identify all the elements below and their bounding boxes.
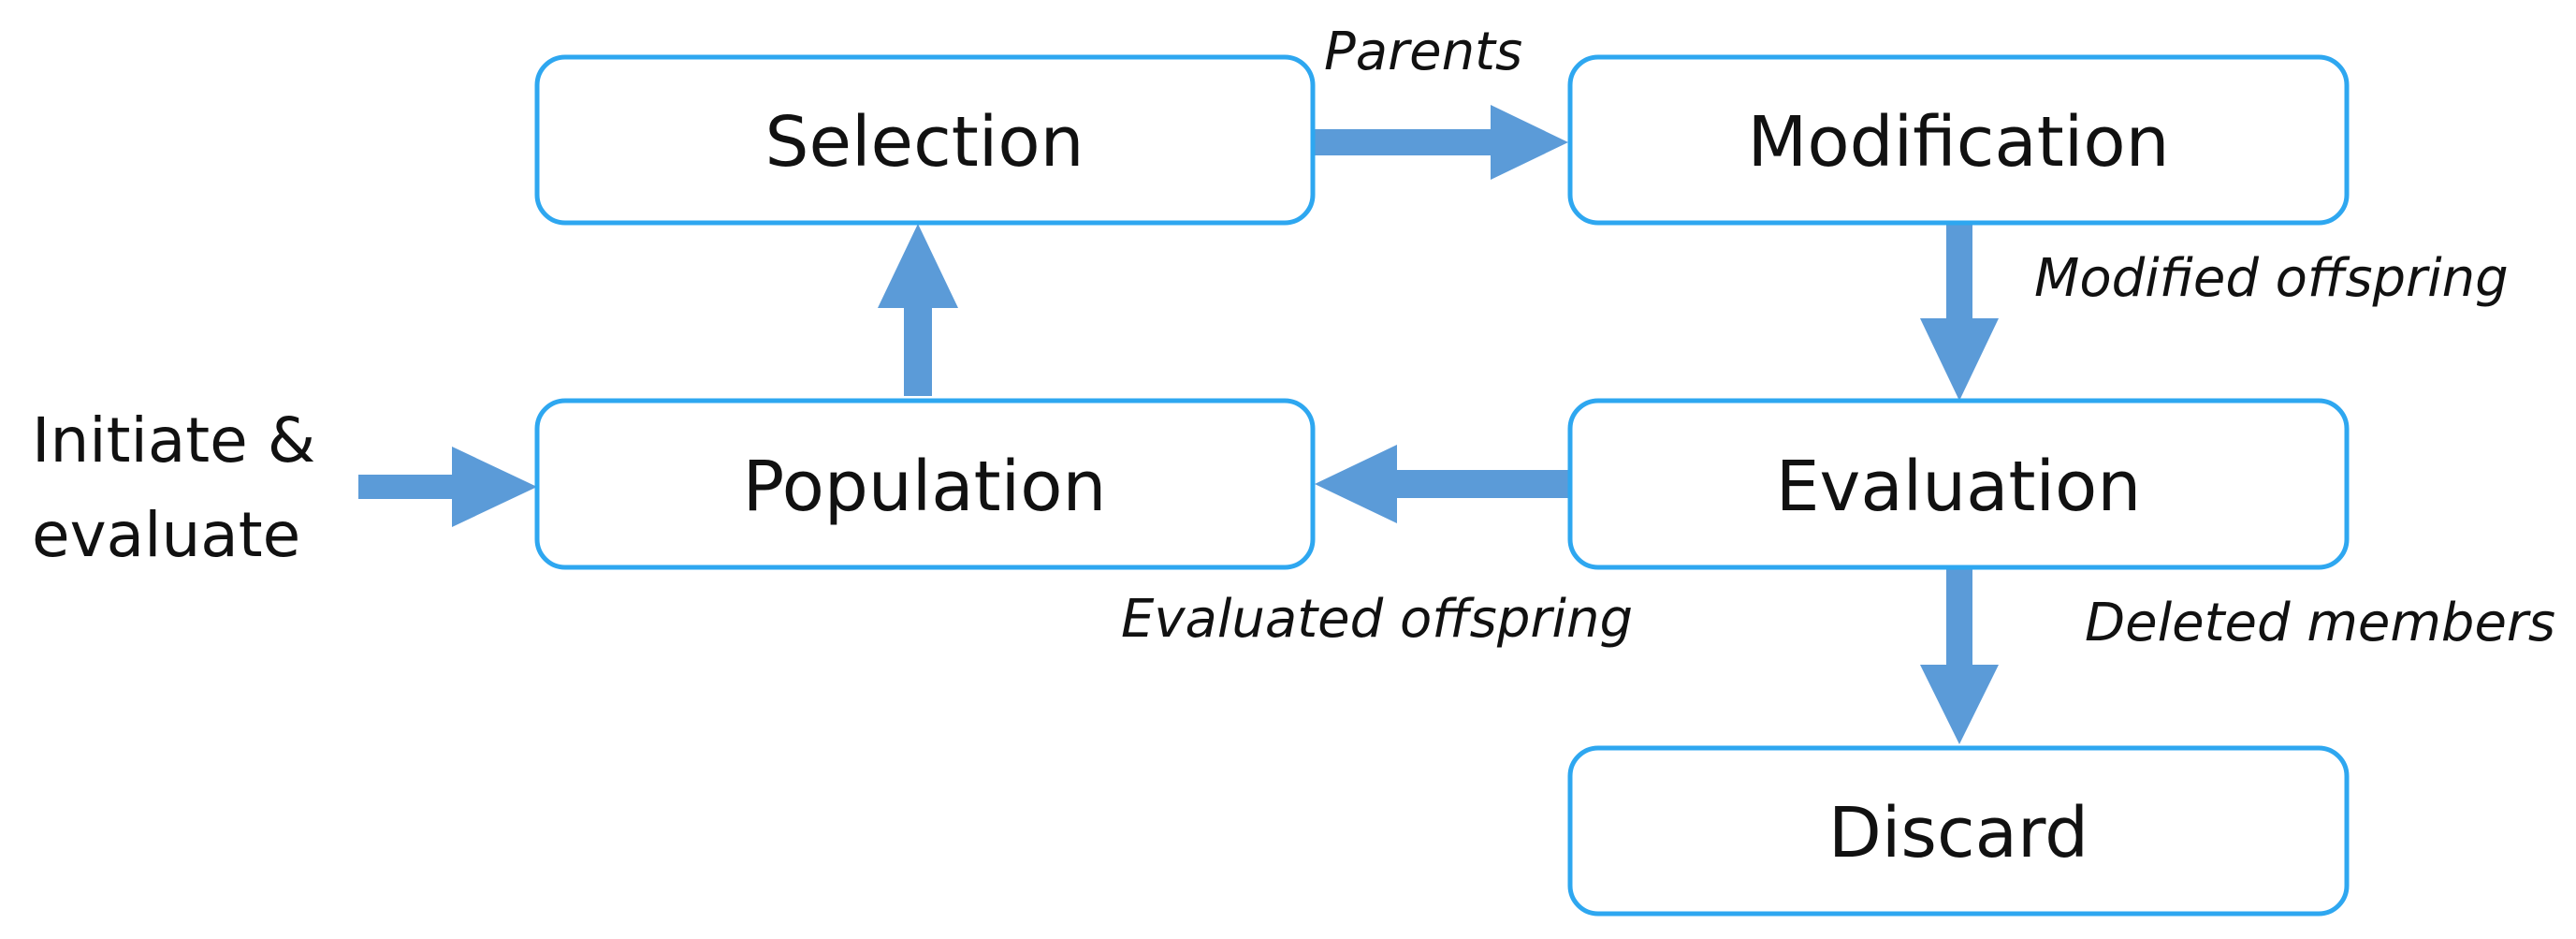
node-selection: Selection xyxy=(534,54,1316,226)
node-population: Population xyxy=(534,398,1316,570)
node-discard: Discard xyxy=(1567,745,2350,917)
node-evaluation: Evaluation xyxy=(1567,398,2350,570)
entry-label-line2: evaluate xyxy=(32,499,300,571)
edge-label-parents: Parents xyxy=(1324,22,1522,82)
node-modification-label: Modification xyxy=(1747,102,2169,183)
node-modification: Modification xyxy=(1567,54,2350,226)
node-selection-label: Selection xyxy=(764,102,1084,183)
edge-label-evaluated-offspring: Evaluated offspring xyxy=(1121,589,1633,650)
node-population-label: Population xyxy=(743,447,1107,527)
arrow-deleted-members xyxy=(1920,569,1999,744)
arrow-initiate xyxy=(358,447,537,527)
edge-label-deleted-members: Deleted members xyxy=(2085,593,2555,653)
arrow-parents xyxy=(1313,105,1568,180)
node-evaluation-label: Evaluation xyxy=(1776,447,2141,527)
edge-label-modified-offspring: Modified offspring xyxy=(2034,248,2509,309)
arrow-to-selection xyxy=(878,224,958,396)
arrow-modified-offspring xyxy=(1920,225,1999,401)
node-discard-label: Discard xyxy=(1828,793,2088,873)
arrow-evaluated-offspring xyxy=(1315,445,1570,523)
entry-label-line1: Initiate & xyxy=(32,404,315,477)
